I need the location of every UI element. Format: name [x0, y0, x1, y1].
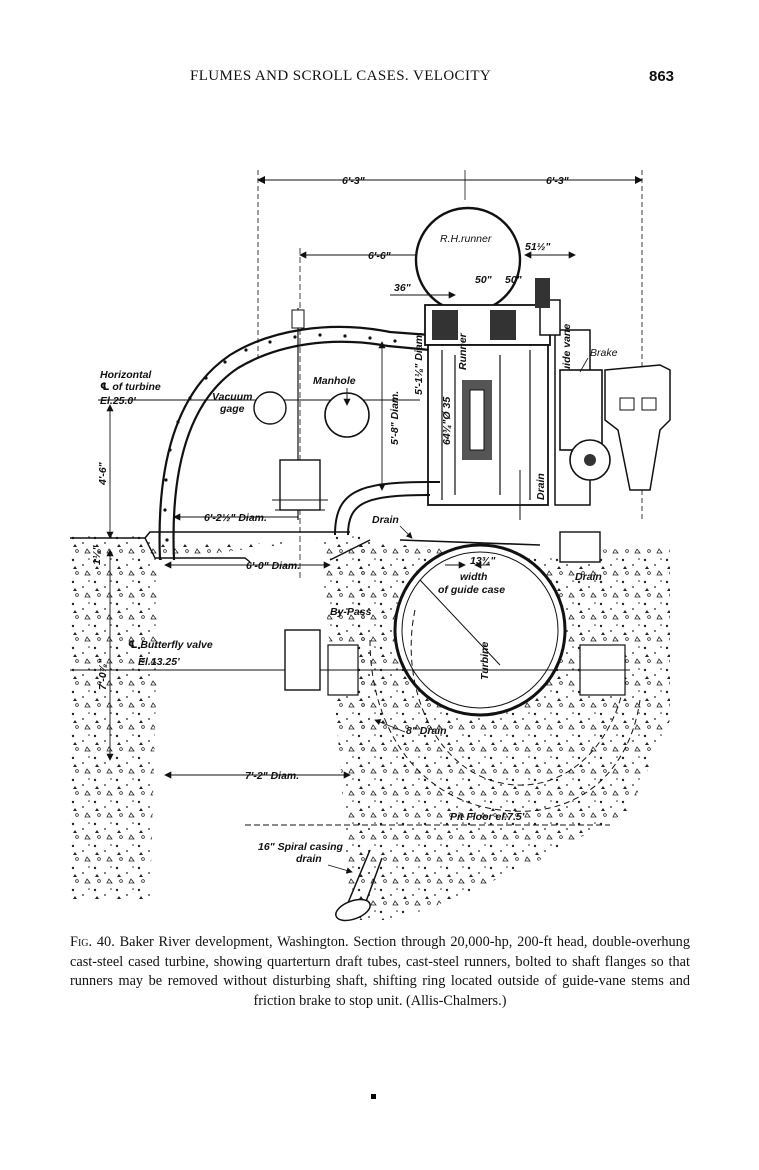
figure-caption: Fig. 40. Baker River development, Washin…: [70, 933, 690, 1011]
dim-4-6: 4'-6": [97, 461, 109, 486]
guide-case: [393, 543, 567, 717]
caption-label: Fig. 40.: [70, 934, 115, 950]
width-line3: of guide case: [438, 584, 505, 596]
brake-label: Brake: [590, 347, 618, 359]
dim-36: 36": [394, 282, 412, 294]
spiral-line2: drain: [296, 853, 322, 865]
turbine-drawing: 6'-3" 6'-3" 6'-6" R.H.runner 51½" 50" 50…: [70, 170, 671, 922]
drain-label-1: Drain: [372, 514, 399, 526]
dim-top-right: 6'-3": [546, 175, 570, 187]
turbine-label: Turbine: [479, 642, 491, 680]
generator-frame: [604, 364, 671, 491]
diam-6-0-label: 6'-0" Diam.: [246, 560, 300, 572]
caption-text: Baker River development, Washington. Sec…: [70, 934, 690, 1009]
concrete-left: [70, 532, 370, 920]
rivet-row: [163, 333, 397, 542]
dim-7-0: 7'-0⅞": [97, 658, 109, 690]
draft-tube-right: [410, 609, 626, 786]
spiral-line1: 16" Spiral casing: [258, 841, 344, 853]
scroll-case-outer: [158, 325, 431, 561]
dim-top-left: 6'-3": [342, 175, 366, 187]
diam-6-2-label: 6'-2½" Diam.: [204, 512, 267, 524]
diam-5-8-label: 5'-8" Diam.: [389, 391, 401, 445]
turbine-section-figure: 6'-3" 6'-3" 6'-6" R.H.runner 51½" 50" 50…: [70, 160, 700, 930]
drain-label-2: Drain: [575, 571, 602, 583]
butterfly-line2: El.13.25': [138, 656, 180, 668]
bypass-label: By-Pass: [330, 606, 372, 618]
pit-floor-label: Pit Floor el.7.5': [450, 811, 525, 823]
horizontal-line1: Horizontal: [100, 369, 152, 381]
rh-runner-label: R.H.runner: [440, 233, 492, 245]
running-title: FLUMES AND SCROLL CASES. VELOCITY: [190, 68, 492, 84]
horizontal-line2: ℄ of turbine: [100, 381, 161, 393]
page-header: FLUMES AND SCROLL CASES. VELOCITY 863: [0, 68, 759, 92]
floor-plate: [144, 537, 371, 563]
width-line1: 13¾": [470, 555, 496, 567]
diam-5-1-label: 5'-1⅛" Diam.: [413, 332, 425, 395]
width-line2: width: [460, 571, 487, 583]
diam-7-2-label: 7'-2" Diam.: [245, 770, 299, 782]
dim-1: 1⅛": [91, 544, 103, 565]
dim-50-right: 50": [505, 274, 523, 286]
lower-void: [245, 760, 350, 920]
horizontal-line3: El.25.0': [100, 395, 136, 407]
dim-51-half: 51½": [525, 241, 551, 253]
footer-mark: [371, 1094, 376, 1099]
shaft-coupling: [535, 278, 550, 308]
runner-dims-label: 64¾"Ø 35: [441, 397, 453, 445]
runner-housing: [414, 206, 522, 314]
dim-6-6: 6'-6": [368, 250, 392, 262]
vacuum-line2: gage: [219, 403, 245, 415]
page-number: 863: [649, 68, 675, 85]
vacuum-line1: Vacuum: [212, 391, 252, 403]
dim-50-left: 50": [475, 274, 493, 286]
vacuum-gage: [253, 391, 287, 425]
scroll-case-inner: [172, 340, 431, 561]
drain-label-3: Drain: [535, 473, 547, 500]
runner-label: Runner: [457, 332, 469, 370]
manhole-label: Manhole: [313, 375, 356, 387]
butterfly-line1: ℄ Butterfly valve: [128, 639, 213, 651]
brake-drum: [559, 369, 603, 451]
drain-8-label: 8" Drain: [406, 725, 447, 737]
valve-operator: [279, 459, 321, 511]
